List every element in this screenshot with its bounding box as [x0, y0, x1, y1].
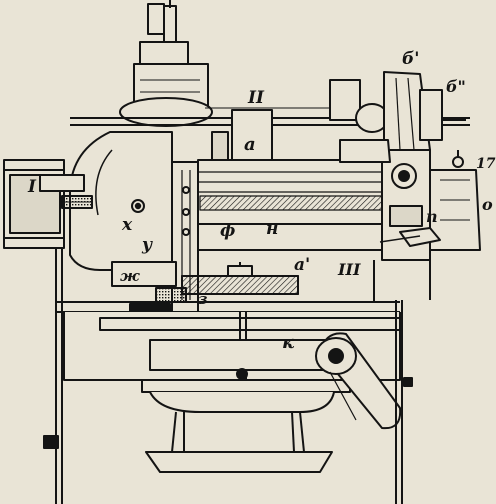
label-b-prime: б' [402, 49, 419, 69]
label-o: о [482, 195, 493, 214]
label-k: к [282, 332, 295, 353]
gear-a-prime [155, 262, 299, 303]
label-b-double: б" [446, 77, 466, 96]
bracket-zh [111, 261, 177, 287]
label-x: х [121, 215, 133, 235]
label-a-prime: а' [294, 255, 310, 275]
shaft-I [39, 174, 93, 209]
label-II: II [247, 88, 265, 108]
label-a: а [244, 134, 256, 155]
label-f: ф [220, 221, 235, 241]
left-housing [3, 159, 65, 249]
label-p: п [426, 207, 438, 226]
label-zh: ж [120, 267, 140, 285]
label-y: у [141, 235, 153, 255]
labels: I II III а а' б' б" 17 о п х у ф н ж з к [27, 49, 496, 353]
label-17: 17 [476, 156, 496, 172]
left-column [43, 248, 63, 504]
motor-k [315, 332, 402, 430]
right-gearbox [379, 149, 481, 300]
cutter-head [329, 71, 466, 163]
spindle-head [119, 0, 213, 127]
main-column [69, 131, 173, 271]
label-III: III [337, 260, 361, 279]
label-I: I [27, 177, 37, 197]
label-z: з [198, 290, 208, 308]
lower-tray [141, 379, 351, 473]
right-column [373, 260, 413, 504]
table-rack [197, 159, 391, 251]
label-n: н [266, 219, 278, 239]
